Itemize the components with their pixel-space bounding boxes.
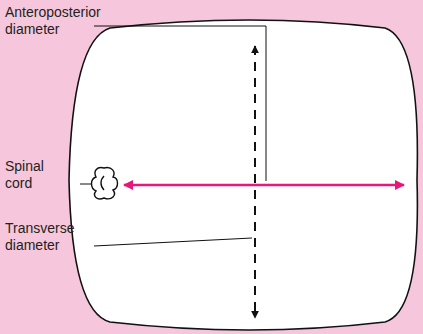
leader-line bbox=[80, 184, 92, 185]
part-label: Anteroposterior diameter bbox=[5, 4, 123, 38]
chest-outline bbox=[69, 20, 417, 330]
leader-line bbox=[94, 26, 266, 181]
part-label: Transverse diameter bbox=[5, 220, 89, 254]
leader-line bbox=[94, 238, 252, 246]
spinal-cord-symbol bbox=[92, 168, 118, 199]
transverse-arrow-pink bbox=[124, 184, 404, 187]
part-label: Spinal cord bbox=[5, 158, 65, 192]
vertical-dashed-arrow bbox=[254, 46, 256, 318]
